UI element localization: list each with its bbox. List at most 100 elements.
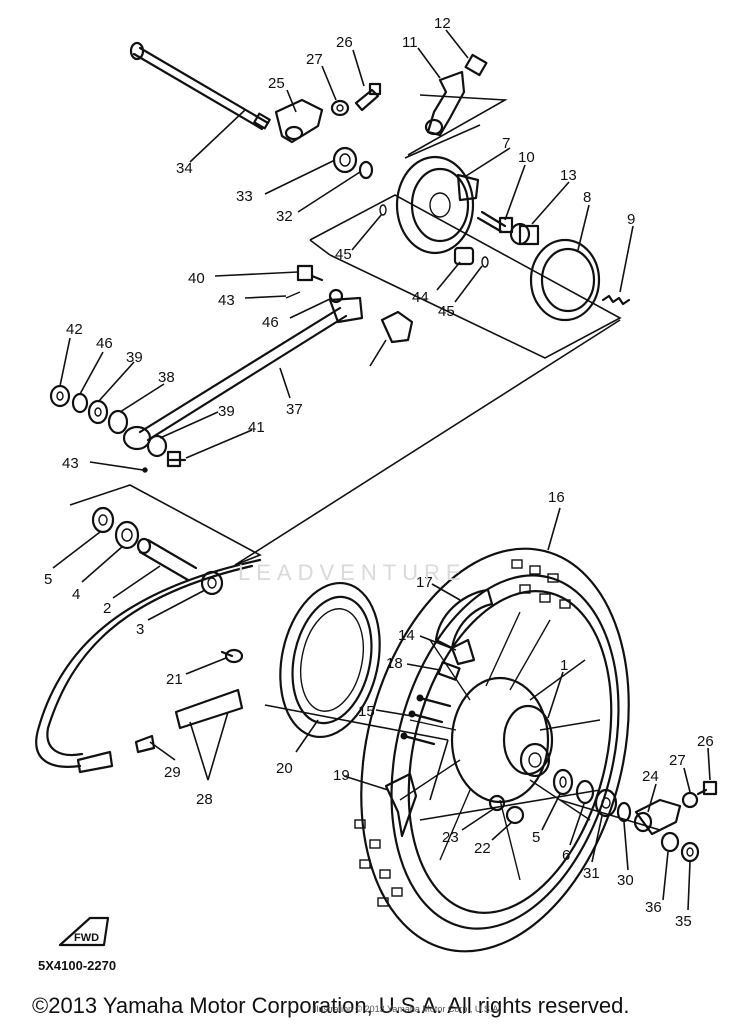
- bolts-15-part: [400, 694, 452, 746]
- spacer-30-part: [616, 801, 632, 823]
- callout-8: 8: [583, 189, 591, 206]
- brake-assembly-group-outline: [309, 94, 622, 359]
- brake-spring-part: [601, 294, 631, 306]
- bushing-38-part: [107, 409, 129, 435]
- callout-43-bottom: 43: [62, 455, 79, 472]
- callout-36: 36: [645, 899, 662, 916]
- callout-14: 14: [398, 627, 415, 644]
- chain-puller-24-part: [633, 798, 682, 836]
- callout-12: 12: [434, 15, 451, 32]
- callout-42: 42: [66, 321, 83, 338]
- bolt-21-part: [220, 648, 244, 664]
- cotter-pin-43-top: [285, 291, 301, 299]
- callout-22: 22: [474, 840, 491, 857]
- damper-18-part: [437, 661, 461, 681]
- rim-lock-19-part: [384, 772, 418, 838]
- callout-5-left: 5: [44, 571, 52, 588]
- drive-chain-part: [35, 558, 262, 774]
- watermark: LEADVENTURE: [238, 560, 467, 585]
- washer-46-left: [71, 392, 89, 414]
- callout-11: 11: [402, 34, 418, 51]
- callout-2: 2: [103, 600, 111, 617]
- bolt-12-part: [464, 53, 488, 77]
- callout-46-right: 46: [262, 314, 279, 331]
- copyright-notice: ©2013 Yamaha Motor Corporation, U.S.A. A…: [32, 993, 630, 1018]
- callout-40: 40: [188, 270, 205, 287]
- tension-bar-part: [122, 296, 364, 451]
- fwd-label: FWD: [74, 932, 99, 944]
- callout-37: 37: [286, 401, 303, 418]
- callout-3: 3: [136, 621, 144, 638]
- callout-20: 20: [276, 760, 293, 777]
- callout-21: 21: [166, 671, 183, 688]
- spoke-nipple-14-part: [450, 638, 476, 666]
- callout-13: 13: [560, 167, 577, 184]
- callout-25: 25: [268, 75, 285, 92]
- seal-4-part: [114, 520, 140, 550]
- brake-shoe-part: [529, 238, 601, 322]
- callout-27-top: 27: [306, 51, 323, 68]
- washer-39-right: [146, 434, 168, 458]
- callout-39-right: 39: [218, 403, 235, 420]
- callout-7: 7: [502, 135, 510, 152]
- callout-45-left: 45: [335, 246, 352, 263]
- diagram-code: 5X4100-2270: [38, 958, 117, 973]
- nut-42-part: [49, 384, 71, 408]
- callout-24: 24: [642, 768, 659, 785]
- callout-31: 31: [583, 865, 600, 882]
- callout-33: 33: [236, 188, 253, 205]
- bearing-5-part: [91, 506, 115, 534]
- callout-19: 19: [333, 767, 350, 784]
- nut-23-part: [488, 794, 506, 812]
- rear-tire-part: [354, 547, 630, 953]
- callout-17: 17: [416, 574, 433, 591]
- callout-34: 34: [176, 160, 193, 177]
- callout-32: 32: [276, 208, 293, 225]
- callout-15: 15: [358, 703, 375, 720]
- nut-35-part: [680, 841, 700, 863]
- callout-5-right: 5: [532, 829, 540, 846]
- callout-46-left: 46: [96, 335, 113, 352]
- leader-lines: [52, 29, 711, 911]
- callout-26-top: 26: [336, 34, 353, 51]
- callout-38: 38: [158, 369, 175, 386]
- nut-27-top: [330, 99, 350, 117]
- callout-39-left: 39: [126, 349, 143, 366]
- callout-10: 10: [518, 149, 535, 166]
- bolt-40-part: [296, 264, 324, 282]
- collar-33-part: [332, 146, 358, 174]
- washer-39-left: [87, 399, 109, 425]
- washer-46-top: [328, 288, 344, 304]
- callout-26-right: 26: [697, 733, 714, 750]
- adjusting-bolt-26-top: [354, 82, 382, 112]
- bearing-5-right-part: [552, 768, 574, 796]
- chain-puller-part: [274, 98, 324, 144]
- spacer-2-part: [136, 537, 198, 582]
- callout-9: 9: [627, 211, 635, 228]
- seal-32-part: [358, 160, 374, 180]
- brake-cam-lever-part: [424, 70, 466, 137]
- rear-sprocket-part: [279, 581, 381, 739]
- callout-43-top: 43: [218, 292, 235, 309]
- brake-camshaft-part: [509, 222, 540, 246]
- adjusting-bolt-26-right: [696, 780, 718, 796]
- callout-28: 28: [196, 791, 213, 808]
- callout-23: 23: [442, 829, 459, 846]
- rim-band-part: [434, 588, 494, 650]
- bolt-41-part: [166, 450, 187, 468]
- callout-35: 35: [675, 913, 692, 930]
- callout-30: 30: [617, 872, 634, 889]
- seal-6-part: [575, 779, 595, 805]
- brake-shoe-plate-part: [395, 155, 480, 255]
- callout-4: 4: [72, 586, 80, 603]
- washer-45-part: [379, 204, 489, 268]
- rear-axle-part: [129, 41, 271, 131]
- callout-16: 16: [548, 489, 565, 506]
- axle-group-outline: [69, 319, 621, 566]
- callout-45-right: 45: [438, 303, 455, 320]
- cotter-pin-43-bottom: [142, 467, 148, 473]
- nut-22-part: [505, 805, 525, 825]
- forward-direction-icon: FWD: [58, 916, 110, 947]
- callout-27-right: 27: [669, 752, 686, 769]
